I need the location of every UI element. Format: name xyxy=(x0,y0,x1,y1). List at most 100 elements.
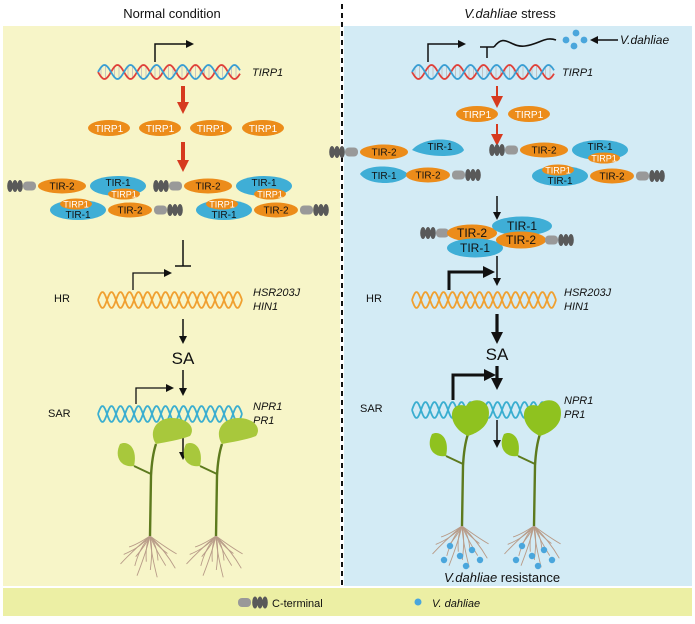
tirp1-label: TIRP1 xyxy=(463,110,492,121)
left-sar-label: SAR xyxy=(48,408,71,420)
leaf xyxy=(452,400,490,436)
c-terminal-segment xyxy=(12,180,18,192)
c-terminal-segment xyxy=(470,169,476,181)
leaf xyxy=(183,442,201,467)
tirp1-label: TIRP1 xyxy=(95,124,124,135)
c-terminal-segment xyxy=(659,170,665,182)
left-hr-dna xyxy=(97,291,243,309)
tirp1-label: TIRP1 xyxy=(146,124,175,135)
pathogen-spore xyxy=(456,552,464,560)
right-tirp1-row: TIRP1 TIRP1 xyxy=(456,106,550,122)
legend-pathogen-icon xyxy=(414,598,422,606)
protein-label: TIR-2 xyxy=(50,182,75,193)
right-plant-1 xyxy=(429,400,490,570)
left-plant-2 xyxy=(183,418,258,578)
protein-label: TIR-2 xyxy=(118,206,143,217)
tir1-protein xyxy=(492,216,552,236)
right-title-rest: stress xyxy=(517,6,556,21)
left-hr-gene-2: HIN1 xyxy=(253,301,278,313)
dna-strand xyxy=(97,405,243,423)
c-terminal-segment xyxy=(334,146,340,158)
right-top-dna xyxy=(411,64,555,80)
protein-label: TIR-1 xyxy=(548,176,573,187)
tirp1-protein xyxy=(588,152,620,164)
right-sa-label: SA xyxy=(486,345,509,364)
left-gene-tirp1: TIRP1 xyxy=(252,67,283,79)
resistance-rest: resistance xyxy=(497,570,560,585)
root xyxy=(211,535,217,562)
root xyxy=(461,525,489,545)
protein-label: TIR-2 xyxy=(264,206,289,217)
c-terminal-segment xyxy=(177,204,183,216)
c-terminal-segment xyxy=(654,170,660,182)
leaf xyxy=(152,418,192,444)
tirp1-protein xyxy=(60,198,92,210)
left-promoter-arrow xyxy=(154,40,194,62)
root xyxy=(504,525,535,555)
right-hr-promoter xyxy=(447,266,495,290)
left-hr-gene-1: HSR203J xyxy=(253,287,301,299)
left-title: Normal condition xyxy=(123,6,221,21)
left-hr-label: HR xyxy=(54,293,70,305)
root xyxy=(136,535,151,576)
protein-label: TIRP1 xyxy=(257,190,283,200)
protein-label: TIR-2 xyxy=(506,233,536,247)
c-terminal-segment xyxy=(489,144,495,156)
c-terminal-segment xyxy=(163,180,169,192)
tirp1-label: TIRP1 xyxy=(249,124,278,135)
root xyxy=(446,525,463,557)
leaf xyxy=(218,418,258,444)
dna-strand xyxy=(411,291,557,309)
protein-label: TIR-2 xyxy=(457,226,487,240)
root xyxy=(215,535,242,569)
protein-label: TIR-1 xyxy=(372,171,397,182)
right-hr-gene-2: HIN1 xyxy=(564,301,589,313)
stem xyxy=(445,455,464,465)
root xyxy=(145,535,151,562)
protein-label: TIRP1 xyxy=(209,200,235,210)
right-sar-promoter xyxy=(451,369,496,400)
right-sar-gene-2: PR1 xyxy=(564,409,585,421)
pathogen-label: V.dahliae xyxy=(620,33,669,47)
protein-label: TIR-2 xyxy=(196,182,221,193)
pathogen-spore xyxy=(534,562,542,570)
right-repressor-line xyxy=(480,46,494,58)
c-terminal-segment xyxy=(499,144,505,156)
c-terminal-icon xyxy=(154,205,167,215)
protein-label: TIR-1 xyxy=(252,178,277,189)
tir1-protein xyxy=(412,139,464,156)
legend-pathogen-label: V. dahliae xyxy=(432,598,480,610)
root xyxy=(520,525,535,566)
root xyxy=(134,535,151,567)
root xyxy=(202,535,217,576)
root xyxy=(457,525,463,552)
protein-label: TIR-1 xyxy=(106,178,131,189)
stem xyxy=(460,433,470,527)
tir1-protein xyxy=(447,238,503,258)
pathogen-spore xyxy=(528,552,536,560)
leaf xyxy=(117,442,135,467)
protein-label: TIRP1 xyxy=(545,166,571,176)
right-promoter-arrow xyxy=(427,40,466,62)
c-terminal-segment xyxy=(158,180,164,192)
stem xyxy=(148,443,158,537)
c-terminal-segment xyxy=(420,227,426,239)
right-sar-label: SAR xyxy=(360,403,383,415)
right-gene-tirp1: TIRP1 xyxy=(562,67,593,79)
protein-label: TIRP1 xyxy=(63,200,89,210)
root xyxy=(529,525,535,552)
right-hr-dna xyxy=(411,291,557,309)
c-terminal-icon xyxy=(23,181,36,191)
dna-strand xyxy=(97,64,241,80)
tir2-protein xyxy=(447,224,497,242)
c-terminal-segment xyxy=(563,234,569,246)
tir2-protein xyxy=(520,142,568,158)
stem xyxy=(133,465,152,475)
left-sar-promoter xyxy=(135,384,174,404)
right-plant-2 xyxy=(501,400,562,570)
root xyxy=(448,525,463,566)
tir2-protein xyxy=(406,167,450,183)
